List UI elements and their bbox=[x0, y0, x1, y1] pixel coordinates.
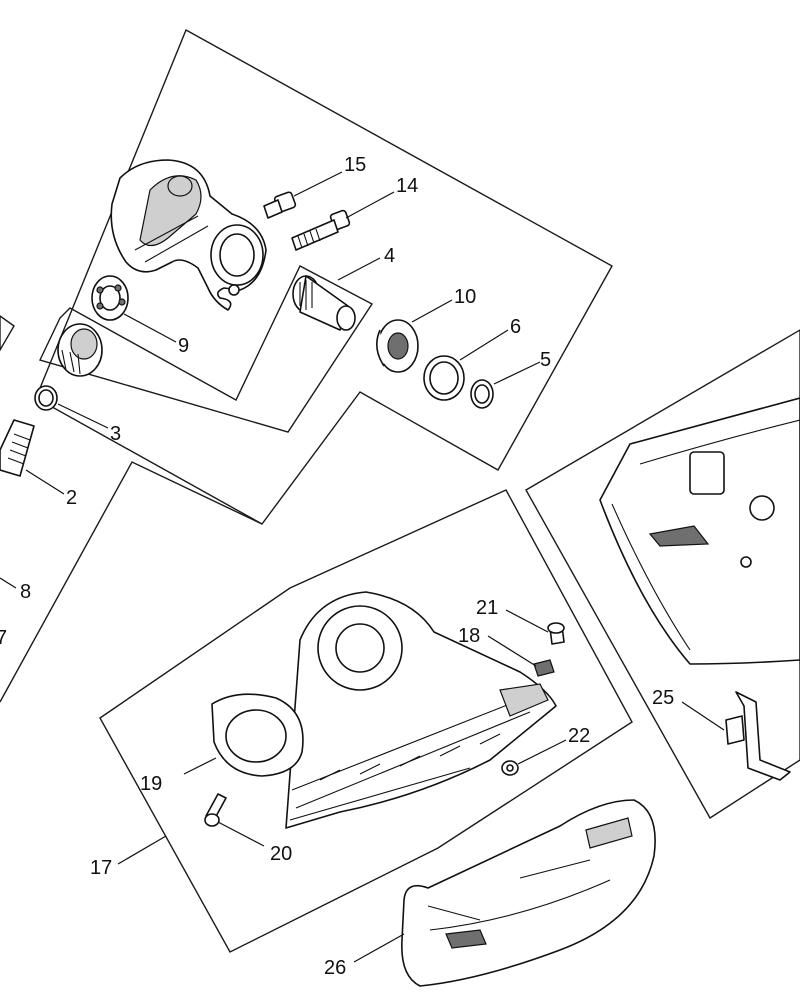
leader-lines bbox=[0, 171, 725, 963]
callout-19: 19 bbox=[140, 773, 162, 795]
callout-22: 22 bbox=[568, 725, 590, 747]
callout-20: 20 bbox=[270, 843, 292, 865]
callout-15: 15 bbox=[344, 154, 366, 176]
callout-2: 2 bbox=[66, 487, 77, 509]
nut-18 bbox=[533, 659, 555, 677]
shaft-frame-lower bbox=[0, 461, 263, 703]
callout-6: 6 bbox=[510, 316, 521, 338]
callout-26: 26 bbox=[324, 957, 346, 979]
callout-8: 8 bbox=[20, 581, 31, 603]
plate-19 bbox=[211, 693, 304, 777]
shaft-frame bbox=[0, 315, 15, 352]
screw-21 bbox=[547, 622, 565, 645]
guard-17 bbox=[285, 591, 557, 829]
callout-4: 4 bbox=[384, 245, 395, 267]
guard-frame bbox=[99, 489, 633, 953]
gearhead-frame bbox=[35, 29, 613, 525]
callout-5: 5 bbox=[540, 349, 551, 371]
screw-20 bbox=[204, 793, 227, 827]
bolt-15 bbox=[263, 191, 297, 219]
bolt-14 bbox=[291, 209, 351, 251]
callout-9: 9 bbox=[178, 335, 189, 357]
callout-7: 7 bbox=[0, 627, 7, 649]
right-frame bbox=[525, 329, 800, 819]
right-guard bbox=[599, 397, 800, 665]
callout-21: 21 bbox=[476, 597, 498, 619]
bearing-upper bbox=[91, 275, 129, 321]
callout-labels: 15 14 4 10 6 5 9 3 2 8 7 21 18 22 19 20 … bbox=[0, 154, 674, 979]
circlip-6 bbox=[423, 355, 465, 401]
nut-22 bbox=[501, 760, 519, 776]
bracket-25 bbox=[725, 691, 791, 781]
callout-18: 18 bbox=[458, 625, 480, 647]
bearing-9 bbox=[57, 323, 103, 377]
pinion-shaft-4 bbox=[292, 275, 356, 331]
bearing-subframe bbox=[39, 265, 374, 433]
callout-17: 17 bbox=[90, 857, 112, 879]
callout-3: 3 bbox=[110, 423, 121, 445]
cover-26 bbox=[401, 799, 656, 987]
bearing-10 bbox=[376, 319, 419, 373]
ring-3 bbox=[34, 385, 58, 411]
circlip-5 bbox=[470, 379, 494, 409]
callout-10: 10 bbox=[454, 286, 476, 308]
drive-shaft-2 bbox=[0, 419, 35, 477]
callout-25: 25 bbox=[652, 687, 674, 709]
callout-14: 14 bbox=[396, 175, 418, 197]
gear-head-housing bbox=[110, 159, 267, 311]
